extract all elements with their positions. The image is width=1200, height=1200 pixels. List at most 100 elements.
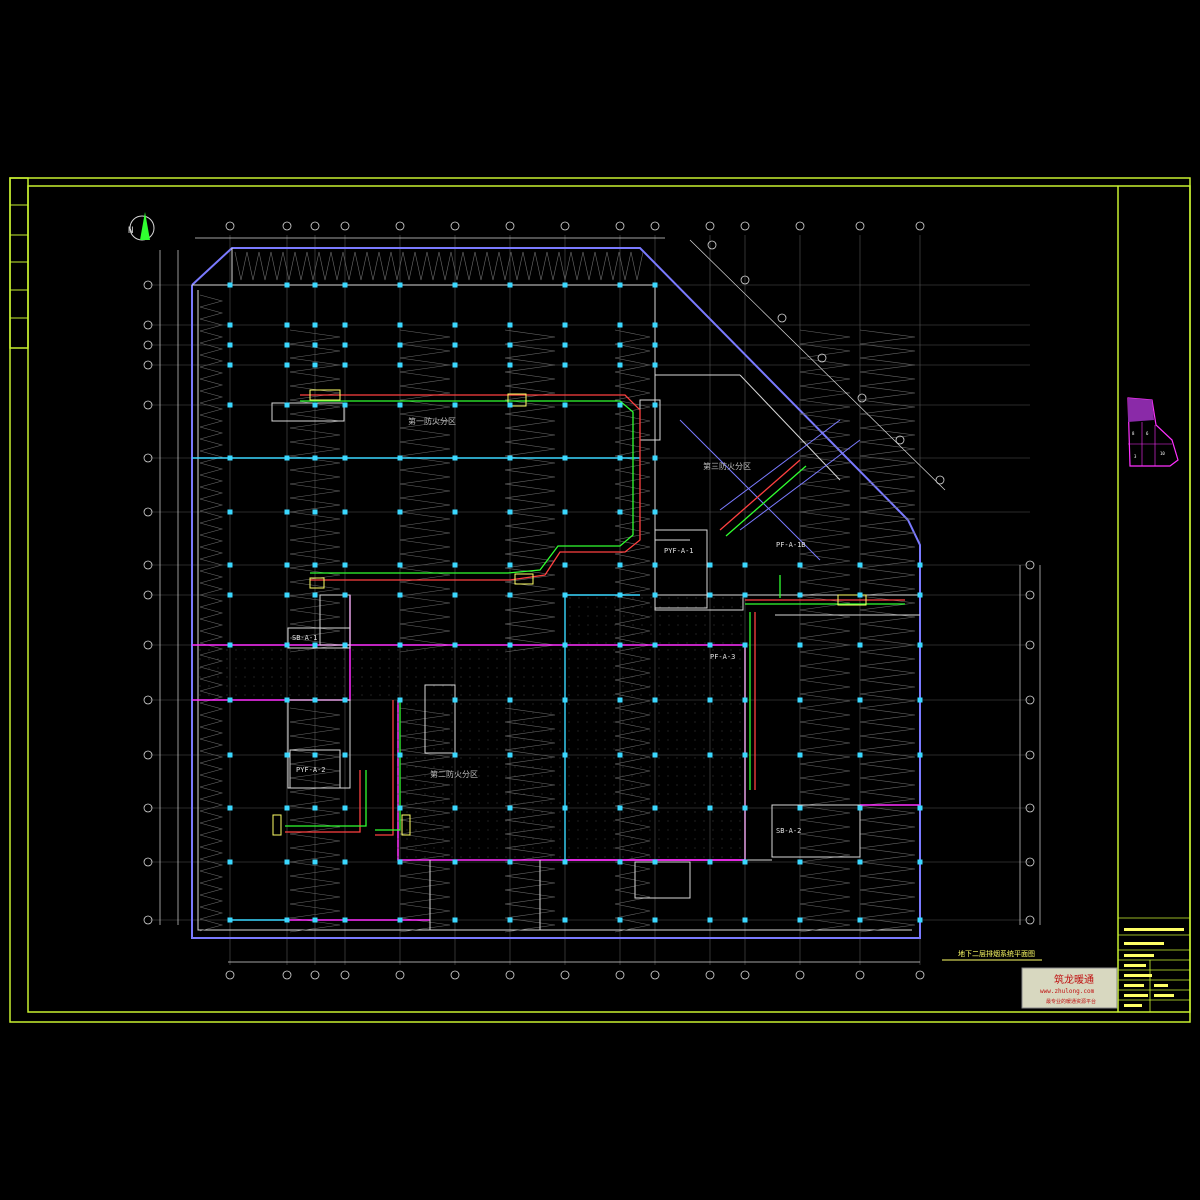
column-marker <box>797 562 803 568</box>
column-marker <box>312 917 318 923</box>
column-marker <box>312 562 318 568</box>
column-marker <box>507 402 513 408</box>
axis-bubble <box>225 970 235 980</box>
column-marker <box>507 342 513 348</box>
column-marker <box>617 402 623 408</box>
column-marker <box>652 752 658 758</box>
drawing-caption: 地下二层排烟系统平面图 <box>958 949 1035 958</box>
axis-bubble <box>143 360 153 370</box>
column-marker <box>617 592 623 598</box>
watermark-tagline: 最专业的暖通资源平台 <box>1046 998 1096 1005</box>
column-marker <box>742 752 748 758</box>
column-marker <box>397 509 403 515</box>
column-marker <box>227 562 233 568</box>
axis-bubble <box>1025 915 1035 925</box>
axis-bubble <box>143 915 153 925</box>
column-marker <box>397 282 403 288</box>
column-marker <box>342 282 348 288</box>
column-marker <box>617 752 623 758</box>
column-marker <box>452 362 458 368</box>
column-marker <box>917 805 923 811</box>
column-marker <box>562 322 568 328</box>
column-marker <box>397 455 403 461</box>
column-marker <box>452 402 458 408</box>
column-marker <box>284 282 290 288</box>
column-marker <box>227 322 233 328</box>
column-marker <box>342 859 348 865</box>
zone-3-label: 第三防火分区 <box>703 461 751 471</box>
axis-bubble <box>282 970 292 980</box>
smoke-exhaust-ducts <box>285 394 905 836</box>
zone-3-fill <box>199 597 742 858</box>
dimension-lines <box>159 237 1041 963</box>
column-marker <box>652 402 658 408</box>
interior-walls <box>271 285 920 930</box>
column-marker <box>452 592 458 598</box>
column-marker <box>342 697 348 703</box>
column-marker <box>397 917 403 923</box>
axis-bubble <box>143 320 153 330</box>
column-marker <box>507 362 513 368</box>
column-marker <box>857 752 863 758</box>
column-marker <box>312 402 318 408</box>
column-marker <box>742 642 748 648</box>
column-marker <box>917 562 923 568</box>
column-marker <box>917 592 923 598</box>
column-marker <box>857 562 863 568</box>
axis-bubble <box>450 970 460 980</box>
column-marker <box>312 282 318 288</box>
column-marker <box>652 562 658 568</box>
building-outline <box>191 247 921 939</box>
north-arrow: N <box>128 212 155 241</box>
column-marker <box>397 592 403 598</box>
column-marker <box>652 282 658 288</box>
pyf-a-1-label: PYF-A-1 <box>664 547 694 555</box>
pyf-a-2-label: PYF-A-2 <box>296 766 326 774</box>
column-marker <box>397 859 403 865</box>
column-marker <box>452 282 458 288</box>
column-marker <box>507 752 513 758</box>
column-marker <box>342 592 348 598</box>
diagonal-wing-lines <box>679 419 861 561</box>
axis-bubbles <box>143 221 1035 980</box>
column-marker <box>342 752 348 758</box>
svg-text:3: 3 <box>1134 454 1137 459</box>
watermark-url: www.zhulong.com <box>1040 988 1095 995</box>
column-marker <box>507 509 513 515</box>
duct-fittings <box>272 389 867 836</box>
key-plan: 8 6 10 3 <box>1127 397 1179 467</box>
axis-bubble <box>143 340 153 350</box>
column-marker <box>857 592 863 598</box>
column-marker <box>857 697 863 703</box>
column-marker <box>917 752 923 758</box>
column-marker <box>312 322 318 328</box>
column-marker <box>342 805 348 811</box>
column-marker <box>507 322 513 328</box>
column-marker <box>652 917 658 923</box>
pf-a-3-label: PF-A-3 <box>710 653 735 661</box>
column-marker <box>452 917 458 923</box>
column-marker <box>284 455 290 461</box>
column-marker <box>342 322 348 328</box>
column-marker <box>742 562 748 568</box>
column-marker <box>617 859 623 865</box>
column-marker <box>562 592 568 598</box>
column-marker <box>507 642 513 648</box>
column-marker <box>742 917 748 923</box>
axis-bubble <box>143 590 153 600</box>
column-marker <box>562 455 568 461</box>
drawing-frame <box>9 177 1191 1023</box>
parking-stall-hatch <box>199 251 916 933</box>
column-marker <box>617 917 623 923</box>
column-marker <box>507 805 513 811</box>
axis-bubble <box>143 453 153 463</box>
column-marker <box>707 592 713 598</box>
column-marker <box>562 342 568 348</box>
axis-bubble <box>650 970 660 980</box>
svg-text:6: 6 <box>1146 431 1149 436</box>
column-marker <box>227 509 233 515</box>
column-marker <box>797 592 803 598</box>
axis-bubble <box>505 970 515 980</box>
column-marker <box>284 917 290 923</box>
column-marker <box>452 509 458 515</box>
